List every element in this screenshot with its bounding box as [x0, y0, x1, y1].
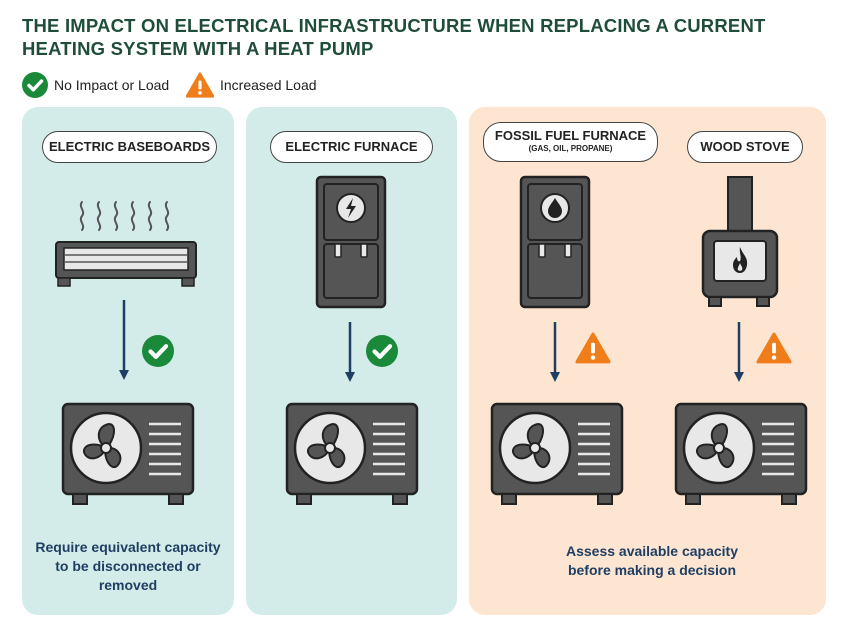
- legend-no-impact-label: No Impact or Load: [54, 77, 170, 93]
- page-title: THE IMPACT ON ELECTRICAL INFRASTRUCTURE …: [22, 15, 766, 59]
- arrow-down-icon: [345, 322, 355, 382]
- warning-triangle-icon: [575, 332, 611, 364]
- check-circle-icon: [22, 72, 48, 98]
- legend-no-impact: No Impact or Load: [22, 72, 169, 98]
- warning-triangle-icon: [186, 72, 214, 98]
- electric-furnace-icon: [315, 175, 387, 309]
- arrow-down-icon: [550, 322, 560, 382]
- legend-increased-load-label: Increased Load: [220, 77, 317, 93]
- arrow-down-icon: [117, 298, 131, 382]
- fossil-fuel-furnace-icon: [519, 175, 591, 309]
- label-electric-baseboards: ELECTRIC BASEBOARDS: [42, 131, 217, 163]
- label-wood-stove: WOOD STOVE: [687, 131, 803, 163]
- wood-stove-icon: [701, 176, 779, 307]
- legend-increased-load: Increased Load: [186, 72, 317, 98]
- panel-electric-baseboards: [22, 107, 234, 615]
- baseboard-heater-icon: [55, 201, 197, 287]
- heat-pump-icon: [490, 402, 624, 506]
- caption-no-impact: Require equivalent capacity to be discon…: [35, 539, 221, 593]
- caption-increased-load: Assess available capacity before making …: [565, 543, 738, 578]
- check-circle-icon: [142, 335, 174, 367]
- label-electric-furnace: ELECTRIC FURNACE: [270, 131, 433, 163]
- heat-pump-icon: [61, 402, 195, 506]
- heat-pump-icon: [285, 402, 419, 506]
- warning-triangle-icon: [756, 332, 792, 364]
- check-circle-icon: [366, 335, 398, 367]
- heat-pump-icon: [674, 402, 808, 506]
- label-fossil-fuel-furnace: FOSSIL FUEL FURNACE (GAS, OIL, PROPANE): [483, 122, 658, 162]
- arrow-down-icon: [734, 322, 744, 382]
